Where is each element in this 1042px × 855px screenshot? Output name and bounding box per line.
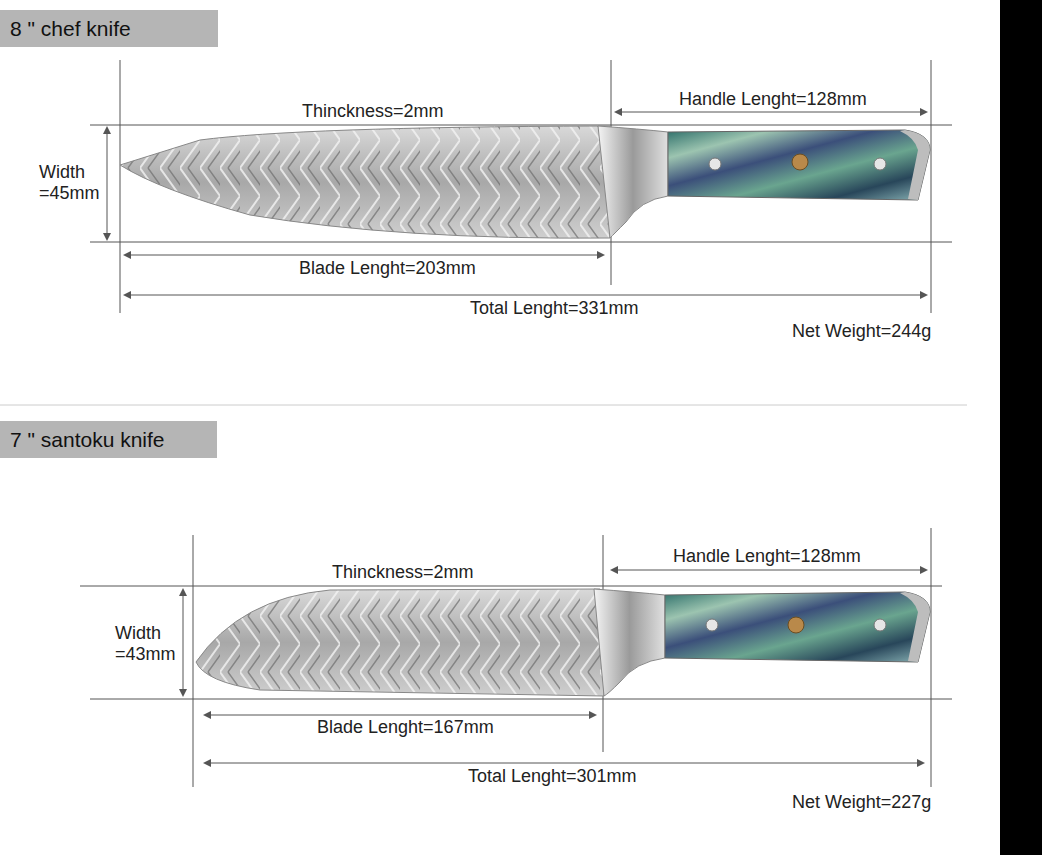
dimension-label: Net Weight=244g [790,321,933,342]
section-title: 8 " chef knife [10,17,131,40]
dimension-label: Total Lenght=331mm [468,298,641,319]
dimension-label: Net Weight=227g [790,792,933,813]
dimension-label: Width =45mm [37,162,107,204]
section-header-band: 7 " santoku knife [0,421,217,458]
dimension-label: Blade Lenght=203mm [297,258,478,279]
dimension-label: Blade Lenght=167mm [315,717,496,738]
dimension-label: Thinckness=2mm [330,562,476,583]
dimension-label: Thinckness=2mm [300,101,446,122]
dimension-label: Total Lenght=301mm [466,766,639,787]
dimension-label: Handle Lenght=128mm [671,546,863,567]
dimension-label: Width =43mm [113,623,183,665]
dimension-label: Handle Lenght=128mm [677,89,869,110]
section-title: 7 " santoku knife [10,428,165,451]
section-header-band: 8 " chef knife [0,10,218,47]
